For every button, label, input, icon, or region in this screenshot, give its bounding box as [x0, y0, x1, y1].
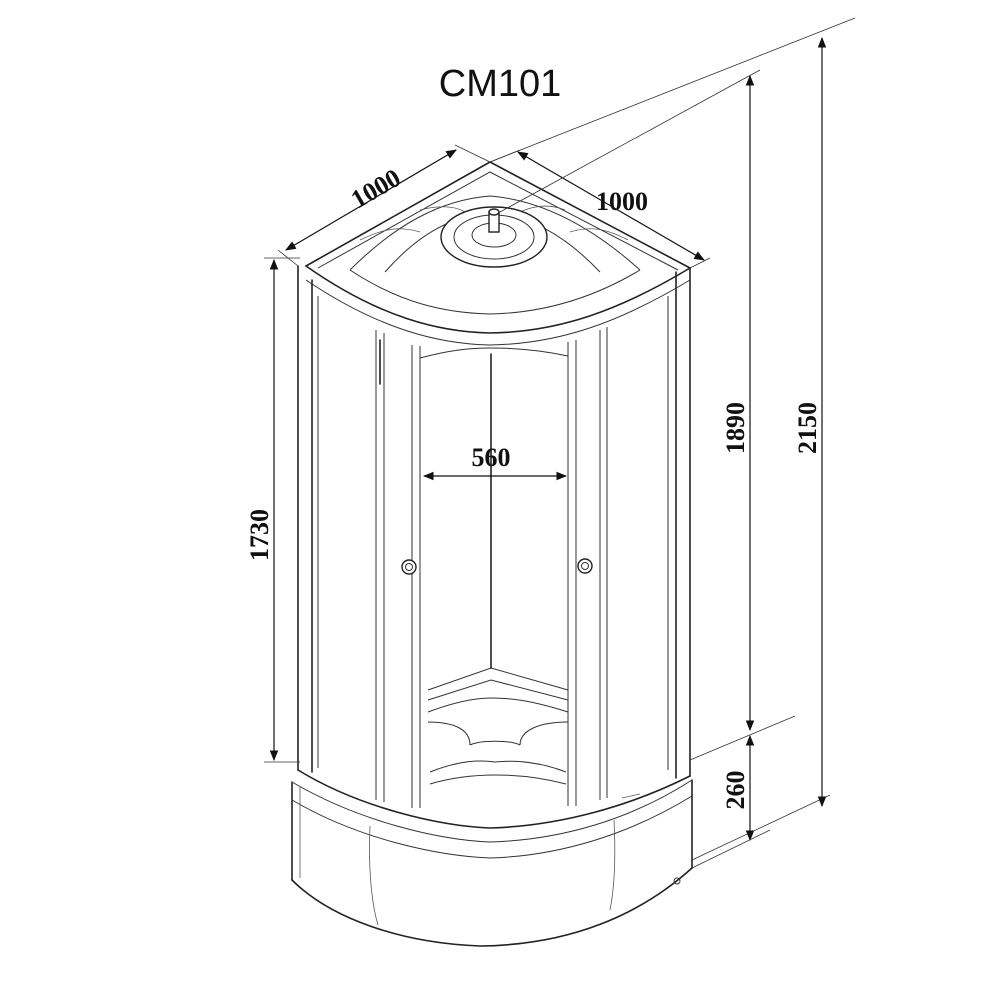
width-right-label: 1000 [596, 187, 648, 216]
cabin-frame [297, 265, 691, 808]
width-left-dimension [285, 149, 457, 251]
right-door-handle [577, 558, 593, 574]
inner-height-label: 1890 [721, 402, 750, 454]
dimension-lines [264, 17, 856, 869]
width-left-label: 1000 [346, 163, 406, 214]
door-opening-label: 560 [472, 443, 511, 472]
total-height-label: 2150 [793, 402, 822, 454]
tray-height-label: 260 [721, 771, 750, 810]
cabin-height-label: 1730 [245, 509, 274, 561]
width-right-dimension [517, 151, 705, 261]
shower-tray [291, 769, 693, 947]
door-handles [401, 558, 593, 575]
tray-inner [427, 667, 569, 785]
diagram-title: CM101 [439, 63, 562, 105]
left-door-handle [401, 559, 417, 575]
